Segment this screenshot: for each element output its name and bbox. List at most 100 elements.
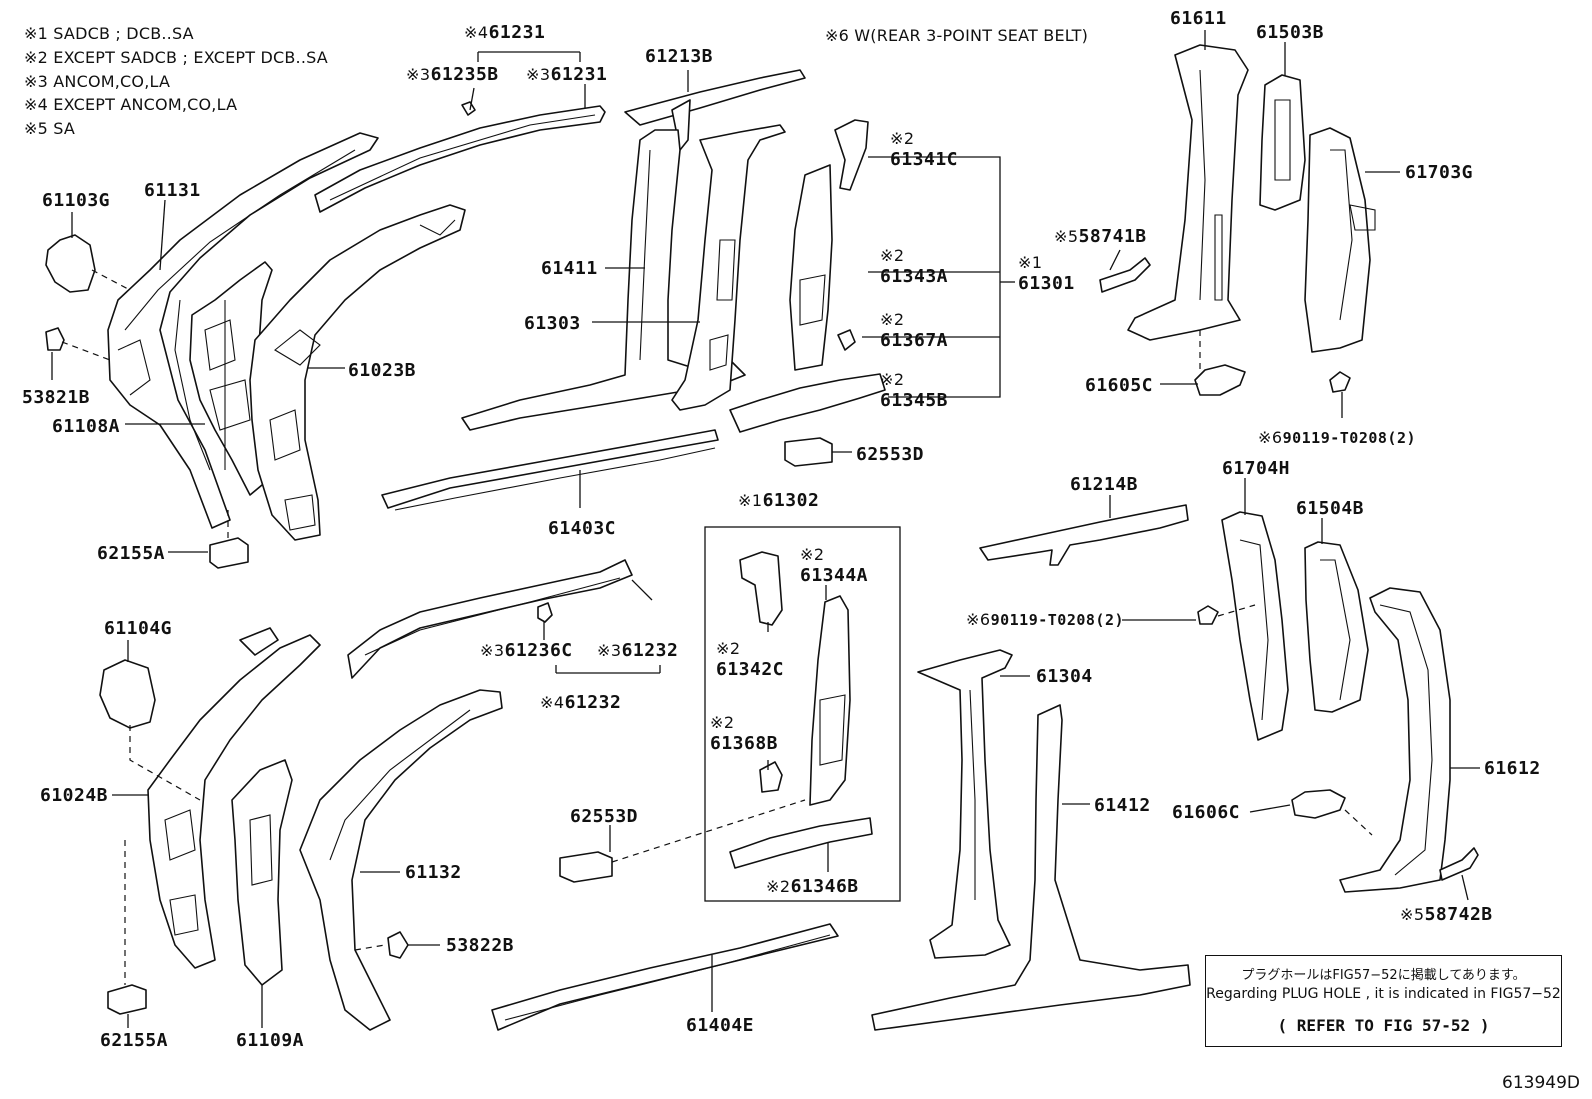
label-61104G: 61104G (104, 618, 173, 639)
part-61214B-rail (979, 504, 1189, 566)
label-61214B: 61214B (1070, 474, 1139, 495)
label-61231-an: ※361231 (526, 64, 608, 85)
part-62155A-pad-lower (107, 984, 147, 1015)
label-90119-upper: ※690119-T0208(2) (1258, 428, 1417, 447)
group-box-61302 (704, 526, 901, 902)
part-61605C-plate (1194, 364, 1246, 396)
part-61611-quarter-pillar (1127, 44, 1249, 341)
part-61612-wheelhouse-arch (1339, 587, 1451, 893)
note-5: ※5 SA (24, 119, 76, 138)
note-2: ※2 EXCEPT SADCB ; EXCEPT DCB..SA (24, 48, 328, 67)
label-61232-ex: ※461232 (540, 692, 622, 713)
label-61704H: 61704H (1222, 458, 1291, 479)
label-61411: 61411 (541, 258, 598, 279)
part-61412-center-pillar-outer-lh (871, 704, 1191, 1031)
part-61231-roof-rail (314, 105, 606, 213)
label-61231-ex: ※461231 (464, 22, 546, 43)
part-61346B (729, 817, 873, 869)
figure-id: 613949D (1502, 1073, 1580, 1093)
part-61703G-inner-quarter (1304, 127, 1376, 353)
label-61412: 61412 (1094, 795, 1151, 816)
label-61024B: 61024B (40, 785, 109, 806)
reference-note-japanese: プラグホールはFIG57−52に掲載してあります。 (1241, 968, 1526, 983)
part-61109A-inner-lh (231, 759, 293, 986)
label-61605C: 61605C (1085, 375, 1154, 396)
label-61103G: 61103G (42, 190, 111, 211)
label-61503B: 61503B (1256, 22, 1325, 43)
note-6: ※6 W(REAR 3-POINT SEAT BELT) (825, 26, 1089, 45)
part-61403C-rocker-upper (381, 429, 719, 511)
label-61132: 61132 (405, 862, 462, 883)
part-62553D-pad-lower (559, 851, 613, 883)
label-61703G: 61703G (1405, 162, 1474, 183)
part-61503B-bracket (1259, 74, 1306, 211)
part-61235B-bracket (461, 101, 476, 116)
part-53821B-bracket (45, 327, 65, 351)
part-90119-bolt-upper (1329, 371, 1351, 393)
label-61606C: 61606C (1172, 802, 1241, 823)
part-61236C-bracket (537, 602, 553, 623)
part-61303-center-pillar-inner (671, 124, 786, 411)
part-61404E-rocker-lower (491, 923, 839, 1031)
part-61232-roof-rail-lh (347, 559, 633, 679)
part-61342C (739, 551, 783, 626)
label-53822B: 53822B (446, 935, 515, 956)
label-61303: 61303 (524, 313, 581, 334)
part-61606C-plate (1291, 789, 1346, 819)
label-61346B: ※261346B (766, 876, 859, 897)
label-58741B: ※558741B (1054, 226, 1147, 247)
label-61302: ※161302 (738, 490, 820, 511)
part-58742B-trim (1439, 847, 1479, 881)
reference-note-english: Regarding PLUG HOLE , it is indicated in… (1206, 986, 1561, 1002)
label-61023B: 61023B (348, 360, 417, 381)
label-61403C: 61403C (548, 518, 617, 539)
part-90119-bolt-lower (1197, 605, 1219, 625)
reference-figure-link: ( REFER TO FIG 57-52 ) (1277, 1016, 1490, 1035)
label-61404E: 61404E (686, 1015, 755, 1036)
label-61131: 61131 (144, 180, 201, 201)
part-61024B-reinforcement (147, 627, 321, 969)
part-53822B-bracket (387, 931, 409, 959)
part-61131-outer-front-pillar (107, 132, 379, 529)
label-62155A-upper: 62155A (97, 543, 166, 564)
part-61103G-gusset (45, 234, 96, 293)
part-61132-front-pillar-outer-lh (299, 689, 503, 1031)
part-61301-group (729, 119, 886, 433)
label-61213B: 61213B (645, 46, 714, 67)
part-61304-center-pillar-inner-lh (917, 649, 1013, 959)
label-61236C: ※361236C (480, 640, 573, 661)
label-61504B: 61504B (1296, 498, 1365, 519)
label-61232-an: ※361232 (597, 640, 679, 661)
part-61704H-inner-panel (1221, 511, 1289, 741)
label-62553D-lower: 62553D (570, 806, 639, 827)
label-61235B: ※361235B (406, 64, 499, 85)
part-61368B (759, 761, 783, 793)
label-53821B: 53821B (22, 387, 91, 408)
part-61213B-header (624, 69, 806, 151)
note-1: ※1 SADCB ; DCB..SA (24, 24, 194, 43)
note-3: ※3 ANCOM,CO,LA (24, 72, 171, 91)
label-62155A-lower: 62155A (100, 1030, 169, 1051)
part-58741B-trim (1099, 257, 1151, 293)
label-61109A: 61109A (236, 1030, 305, 1051)
part-61345B (729, 373, 886, 433)
plug-hole-reference-box: プラグホールはFIG57−52に掲載してあります。 Regarding PLUG… (1205, 955, 1562, 1047)
part-61104G-gusset (99, 659, 156, 729)
label-61612: 61612 (1484, 758, 1541, 779)
label-61611: 61611 (1170, 8, 1227, 29)
part-61341C (834, 119, 869, 191)
label-61108A: 61108A (52, 416, 121, 437)
label-61304: 61304 (1036, 666, 1093, 687)
part-61367A (837, 329, 856, 351)
note-4: ※4 EXCEPT ANCOM,CO,LA (24, 95, 238, 114)
label-58742B: ※558742B (1400, 904, 1493, 925)
